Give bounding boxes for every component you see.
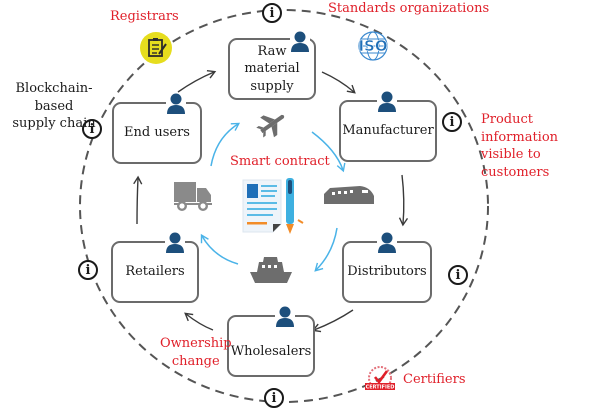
pen-icon	[286, 178, 304, 234]
label-line: visible to customers	[481, 147, 550, 180]
info-badge-right-lower[interactable]: i	[448, 265, 468, 285]
blue-arrow-top-right	[311, 131, 346, 173]
node-label: End users	[124, 125, 190, 141]
node-retailers[interactable]: Retailers	[111, 232, 199, 303]
node-distributors[interactable]: Distributors	[342, 232, 432, 303]
blue-arrow-bottom-right	[314, 227, 338, 272]
label-standards-organizations: Standards organizations	[328, 1, 490, 16]
label-line: change	[171, 353, 220, 369]
label-ownership-change: Ownership change	[160, 335, 232, 370]
label-registrars: Registrars	[110, 9, 179, 24]
person-icon	[165, 232, 185, 254]
info-icon: i	[269, 5, 275, 21]
airplane-icon	[256, 114, 285, 138]
label-product-information: Product information visible to customers	[481, 111, 600, 181]
blue-arrow-bottom-left	[200, 233, 239, 265]
node-label: Distributors	[347, 264, 427, 280]
flow-arrow-distributors-to-wholesalers	[311, 309, 354, 333]
info-icon: i	[271, 390, 277, 406]
person-icon	[166, 93, 186, 115]
title-line: supply chain	[12, 116, 96, 132]
node-label: Manufacturer	[342, 123, 434, 139]
info-icon: i	[85, 262, 91, 278]
node-label-line: Raw	[257, 43, 287, 59]
label-certifiers: Certifiers	[403, 372, 466, 387]
person-icon	[377, 232, 397, 254]
flow-arrow-retailers-to-end-users	[133, 175, 143, 225]
label-smart-contract: Smart contract	[230, 154, 330, 169]
info-icon: i	[89, 121, 95, 137]
diagram-title-label: Blockchain-based supply chain	[2, 80, 106, 133]
info-badge-top[interactable]: i	[262, 3, 282, 23]
title-line: Blockchain-based	[15, 81, 93, 114]
truck-icon	[174, 182, 212, 212]
info-icon: i	[449, 114, 455, 130]
blockchain-ring	[79, 9, 489, 403]
node-label: Wholesalers	[230, 344, 312, 360]
flow-arrow-raw-to-manufacturer	[321, 71, 356, 94]
person-icon	[377, 91, 397, 113]
node-label-line: material	[244, 61, 300, 77]
person-icon	[275, 306, 295, 328]
node-label-line: supply	[250, 78, 294, 94]
node-label: Retailers	[125, 264, 185, 280]
flow-arrow-end-users-to-raw	[177, 69, 217, 93]
certified-stamp-icon: CERTIFIED	[365, 366, 395, 391]
info-icon: i	[455, 267, 461, 283]
registrars-clipboard-icon	[140, 32, 172, 64]
info-badge-bottom[interactable]: i	[264, 388, 284, 408]
node-wholesalers[interactable]: Wholesalers	[227, 306, 315, 377]
info-badge-left-lower[interactable]: i	[78, 260, 98, 280]
person-icon	[290, 31, 310, 53]
info-badge-left-upper[interactable]: i	[82, 119, 102, 139]
node-manufacturer[interactable]: Manufacturer	[339, 91, 437, 162]
ship-icon	[250, 257, 292, 283]
node-end-users[interactable]: End users	[112, 93, 202, 164]
info-badge-right-upper[interactable]: i	[442, 112, 462, 132]
smart-contract-document-icon	[242, 179, 282, 233]
flow-arrow-manufacturer-to-distributors	[398, 174, 409, 227]
label-line: Ownership	[160, 336, 232, 351]
iso-logo-text: ISO	[358, 37, 387, 55]
flow-arrow-wholesalers-to-retailers	[184, 312, 214, 331]
blue-arrow-top-left	[210, 122, 241, 167]
certified-stamp-text: CERTIFIED	[366, 385, 395, 391]
label-line: Product information	[481, 112, 559, 145]
train-icon	[324, 186, 374, 204]
iso-logo-icon: ISO	[358, 31, 388, 61]
